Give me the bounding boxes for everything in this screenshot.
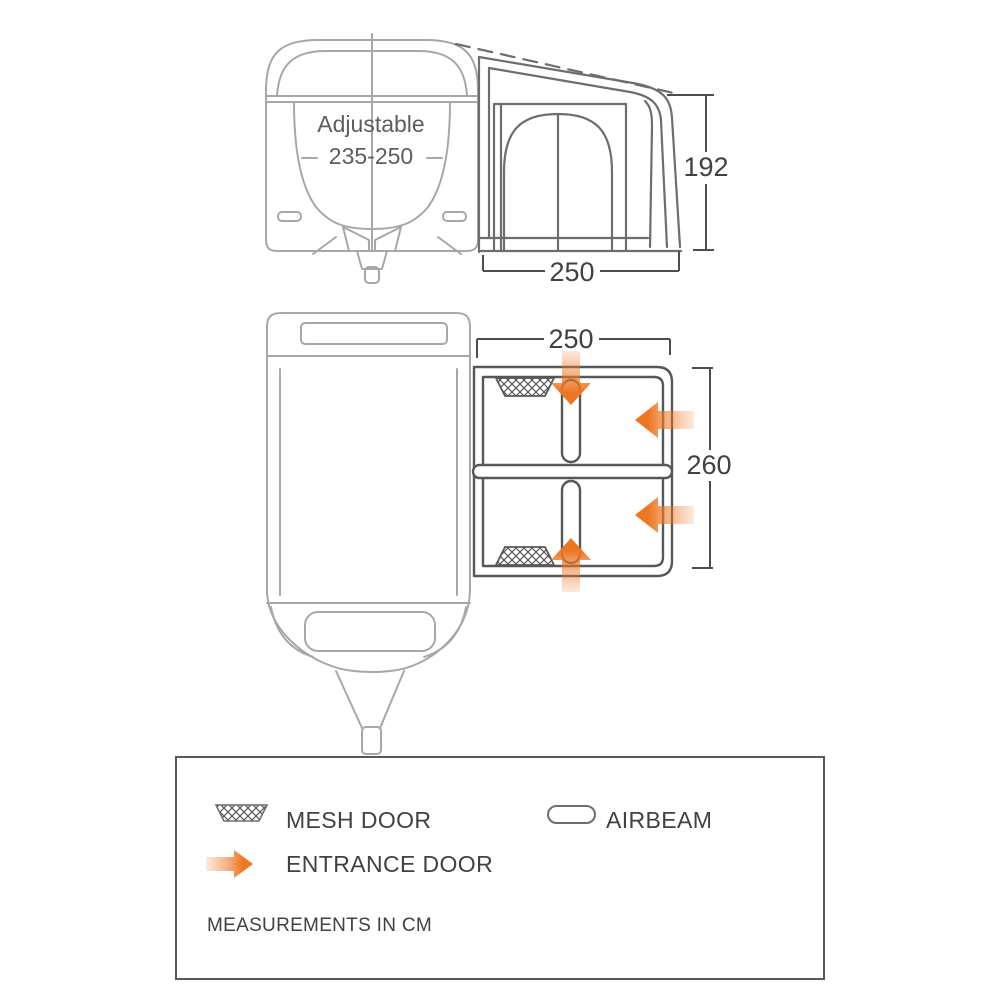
plan-width-dimension: 250 (476, 324, 671, 358)
entrance-arrow-bottom (551, 538, 591, 592)
caravan-top-rear-window (300, 322, 448, 345)
legend-box (175, 756, 825, 980)
legend-airbeam-label: AIRBEAM (606, 807, 712, 833)
mesh-door-bottom (494, 546, 556, 566)
caravan-bottom-marker-right (442, 211, 467, 222)
plan-depth-dimension-lines (692, 367, 713, 569)
entrance-arrow-right-upper (635, 402, 694, 438)
floor-plan-outer-wall (472, 365, 674, 578)
entrance-door-arrow-icon (206, 850, 253, 878)
caravan-top-outline (266, 312, 471, 673)
plan-depth-dimension-label: 260 (686, 450, 731, 480)
awning-door-frame (492, 102, 628, 253)
caravan-hitch-head (356, 250, 388, 270)
floor-plan-inner-wall (481, 375, 665, 568)
side-elevation-view: Adjustable 235-250 192 250 (265, 33, 729, 287)
caravan-top-front-curves (270, 606, 467, 658)
entrance-arrow-right-lower (635, 497, 694, 533)
awning-skirt-lines (477, 236, 683, 253)
caravan-hitch-pin (364, 266, 380, 284)
caravan-stabilizer-legs (312, 236, 462, 255)
plan-width-dimension-label: 250 (548, 324, 593, 354)
height-dimension-label: 192 (683, 152, 728, 182)
airbeam-middle (471, 463, 674, 480)
airbeam-icon (547, 805, 596, 824)
caravan-front-view: Adjustable 235-250 (265, 33, 479, 284)
caravan-adjustable-label-line1: Adjustable (317, 111, 424, 137)
caravan-adjustable-label-line2: 235-250 (329, 143, 413, 169)
legend-measurements-note: MEASUREMENTS IN CM (207, 915, 432, 936)
caravan-bottom-marker-left (277, 211, 302, 222)
caravan-top-towbar (335, 670, 405, 729)
entrance-arrow-top (551, 351, 591, 405)
caravan-top-side-lines (279, 368, 458, 596)
awning-roof-inner (487, 66, 669, 249)
legend-mesh-door-label: MESH DOOR (286, 807, 431, 833)
awning-left-wall (477, 55, 491, 254)
height-dimension-lines (667, 94, 714, 251)
mesh-door-top (494, 377, 556, 397)
side-width-dimension-lines (482, 251, 680, 272)
awning-rear-beam-inner-edge (643, 99, 654, 249)
awning-roof-outer (477, 55, 682, 249)
awning-side-view (454, 42, 683, 254)
plan-depth-dimension: 260 (686, 367, 732, 569)
plan-width-dimension-lines (476, 338, 671, 358)
awning-floor-plan (471, 351, 694, 592)
caravan-top-front-window (304, 611, 436, 652)
plan-view: 250 260 (266, 312, 732, 755)
side-width-dimension-label: 250 (549, 257, 594, 287)
legend: MESH DOOR AIRBEAM ENTRANCE DOOR MEASUREM… (175, 756, 825, 980)
caravan-top-hitch (361, 726, 382, 755)
caravan-top-view (266, 312, 471, 755)
height-dimension: 192 (667, 94, 729, 251)
side-width-dimension: 250 (482, 251, 680, 287)
mesh-door-icon (214, 804, 269, 822)
legend-entrance-door-label: ENTRANCE DOOR (286, 851, 493, 877)
